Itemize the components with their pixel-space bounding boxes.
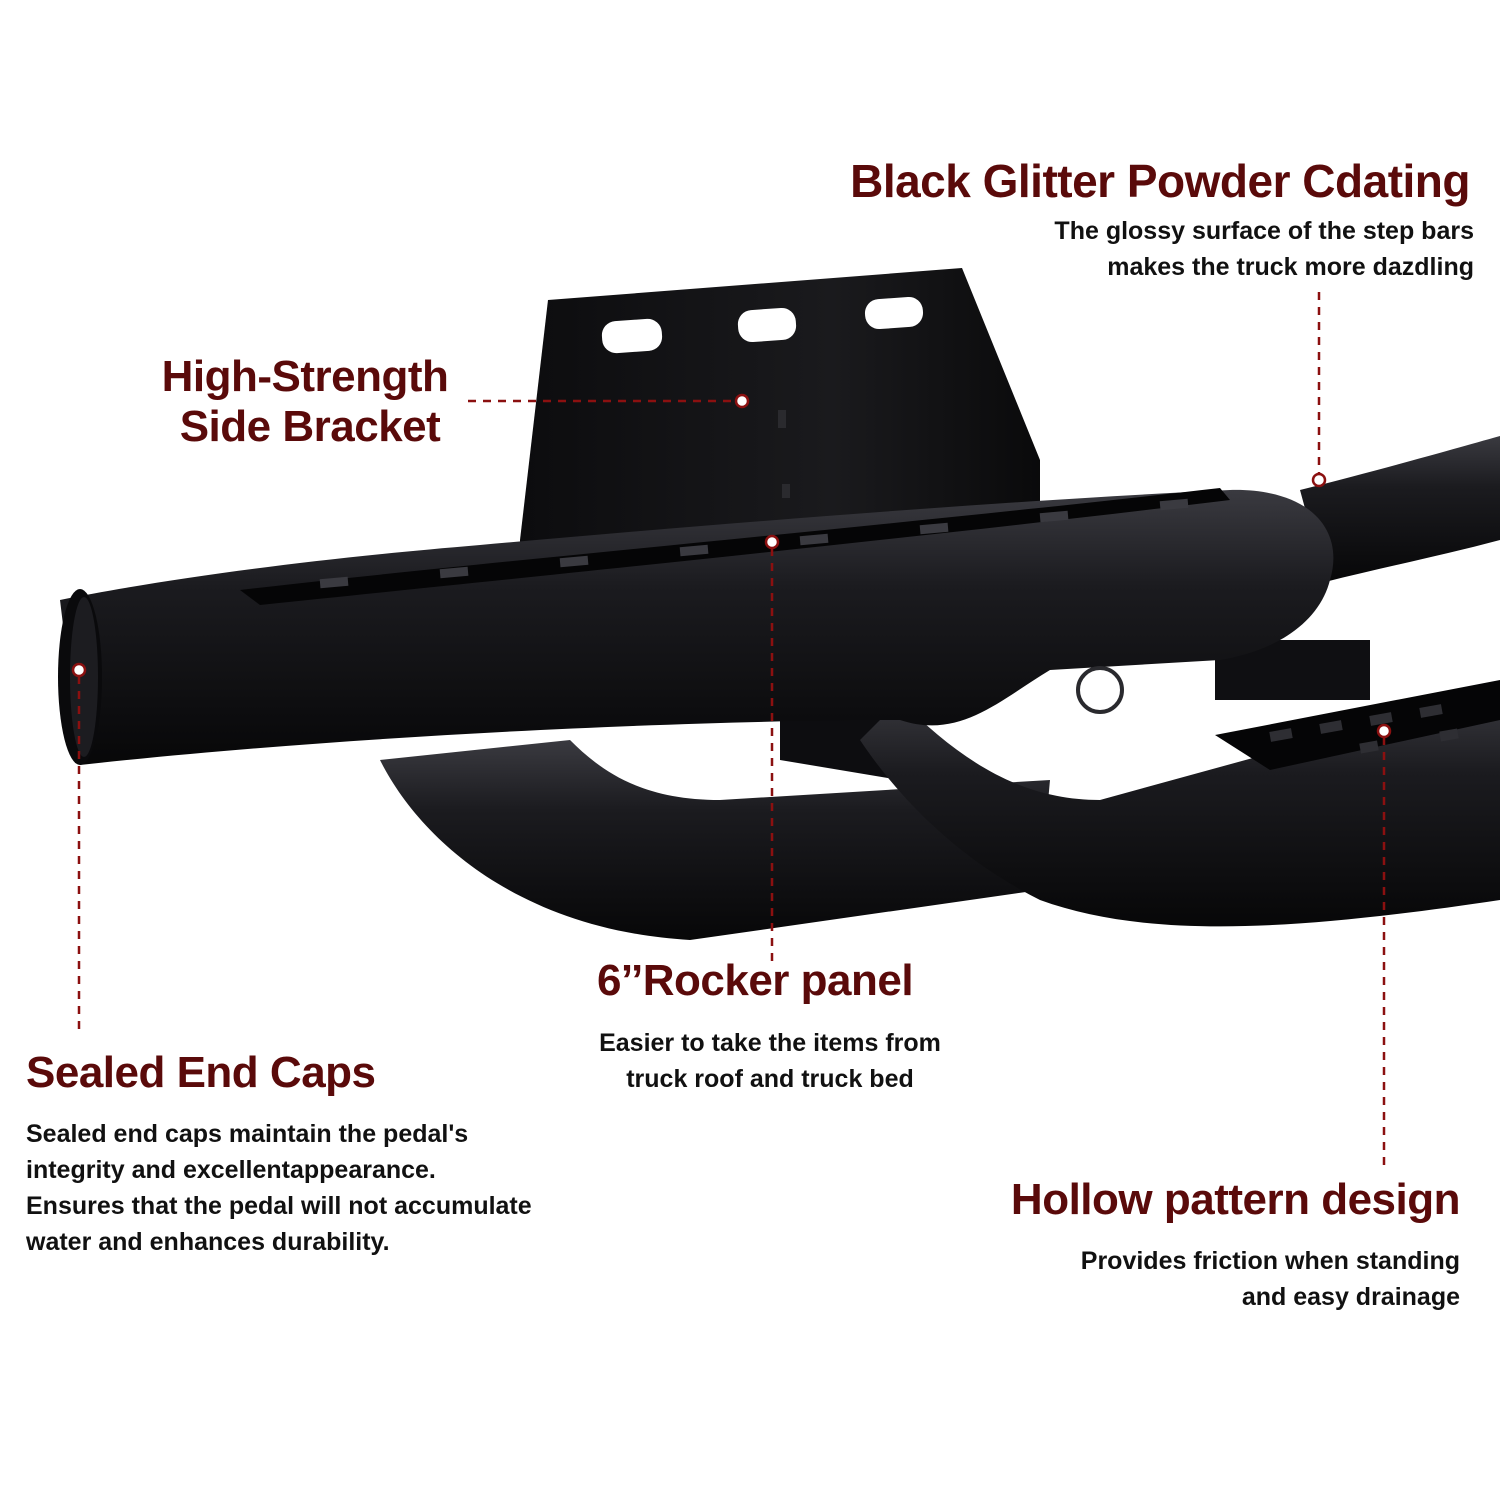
rocker-panel-description: Easier to take the items from truck roof… bbox=[599, 1029, 941, 1093]
rocker-panel-title: 6’’Rocker panel bbox=[596, 956, 914, 1005]
bracket-title-line2: Side Bracket bbox=[179, 402, 441, 451]
front-step-tube bbox=[60, 489, 1334, 765]
hollow-pattern-title: Hollow pattern design bbox=[1010, 1175, 1461, 1224]
coating-description: The glossy surface of the step bars make… bbox=[1054, 217, 1474, 281]
end-caps-description: Sealed end caps maintain the pedal's int… bbox=[26, 1120, 532, 1256]
front-tread-holes bbox=[319, 498, 1189, 589]
end-cap-face bbox=[70, 597, 98, 757]
rear-mount-plate bbox=[1215, 640, 1370, 700]
front-step-tread bbox=[240, 488, 1230, 605]
drop-loop-tube bbox=[380, 740, 1050, 940]
end-caps-title: Sealed End Caps bbox=[26, 1048, 376, 1097]
leader-lines bbox=[77, 292, 1386, 1165]
bracket-title-line1: High-Strength bbox=[161, 352, 449, 401]
coating-title: Black Glitter Powder Cdating bbox=[850, 155, 1470, 207]
lower-step-tread bbox=[1215, 680, 1500, 770]
rear-main-tube bbox=[1300, 436, 1500, 582]
hollow-pattern-description: Provides friction when standing and easy… bbox=[1080, 1247, 1460, 1311]
side-bracket bbox=[520, 268, 1040, 560]
lower-tread-holes bbox=[1269, 704, 1459, 754]
callout-dots bbox=[71, 393, 1392, 739]
bolt-circle bbox=[1076, 666, 1124, 714]
